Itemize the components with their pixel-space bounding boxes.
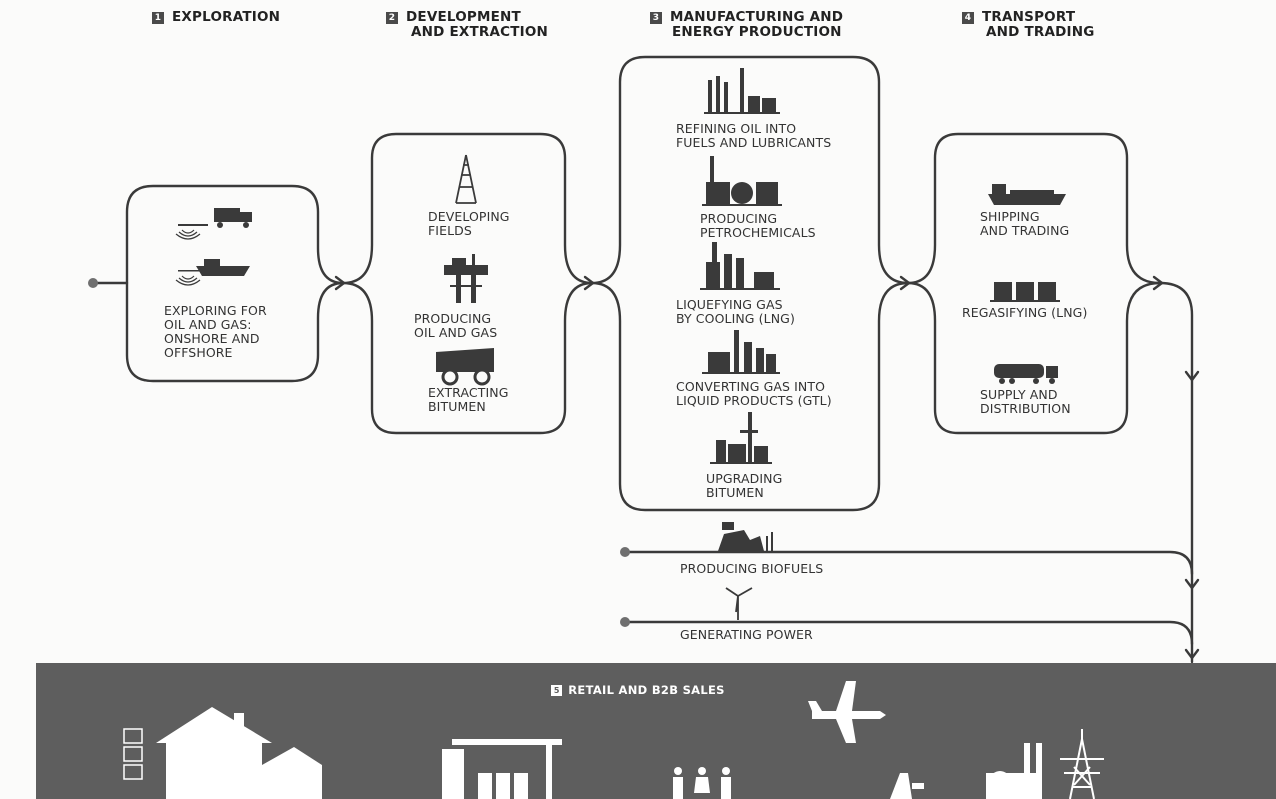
stage-title: DEVELOPMENT xyxy=(406,9,521,25)
airplane-icon xyxy=(808,681,886,743)
chemical-plant-icon xyxy=(702,156,782,206)
label-line: CONVERTING GAS INTO xyxy=(676,379,826,394)
regas-tanks-icon xyxy=(990,282,1060,302)
biofuel-dot xyxy=(620,547,630,557)
label-line: OFFSHORE xyxy=(164,345,233,360)
lng-label: LIQUEFYING GAS BY COOLING (LNG) xyxy=(676,298,795,326)
home-energy-icon xyxy=(123,728,143,780)
label-line: EXPLORING FOR xyxy=(164,303,267,318)
developing-fields-label: DEVELOPING FIELDS xyxy=(428,210,510,238)
biofuels-label: PRODUCING BIOFUELS xyxy=(680,561,824,576)
upgrader-icon xyxy=(710,412,772,464)
mining-truck-icon xyxy=(436,348,494,386)
lng-plant-icon xyxy=(700,242,780,290)
house-icon xyxy=(156,707,322,799)
label-line: LIQUID PRODUCTS (GTL) xyxy=(676,393,832,408)
stage-number: 4 xyxy=(962,12,974,24)
label-line: ONSHORE AND xyxy=(164,331,260,346)
shipping-label: SHIPPING AND TRADING xyxy=(980,210,1069,238)
label-line: PETROCHEMICALS xyxy=(700,225,816,240)
power-line xyxy=(623,620,1194,646)
stage-number: 3 xyxy=(650,12,662,24)
arrow-3 xyxy=(899,275,911,291)
wind-turbine-icon xyxy=(725,587,753,620)
label-line: FUELS AND LUBRICANTS xyxy=(676,135,832,150)
arrow-2 xyxy=(583,275,595,291)
refinery-icon xyxy=(704,68,780,114)
power-dot xyxy=(620,617,630,627)
stage-title: RETAIL AND B2B SALES xyxy=(568,683,725,697)
label-line: UPGRADING xyxy=(706,471,783,486)
pylon-icon xyxy=(1060,729,1104,799)
gtl-label: CONVERTING GAS INTO LIQUID PRODUCTS (GTL… xyxy=(676,380,832,408)
fuel-station-icon xyxy=(442,739,562,799)
stage-title-line-2: AND EXTRACTION xyxy=(411,24,549,40)
label-line: DEVELOPING xyxy=(428,209,510,224)
stage-title: MANUFACTURING AND xyxy=(670,9,844,25)
petrochemicals-label: PRODUCING PETROCHEMICALS xyxy=(700,212,816,240)
seismic-ship-icon xyxy=(178,259,250,276)
biofuel-plant-icon xyxy=(718,522,773,551)
label-line: REGASIFYING (LNG) xyxy=(962,305,1088,320)
label-line: EXTRACTING xyxy=(428,385,509,400)
arrow-down-1 xyxy=(1184,370,1200,382)
box-exploration xyxy=(125,184,345,383)
label-line: OIL AND GAS xyxy=(414,325,498,340)
label-line: PRODUCING xyxy=(700,211,778,226)
label-line: PRODUCING xyxy=(414,311,492,326)
arrow-down-2 xyxy=(1184,578,1200,590)
label-line: BY COOLING (LNG) xyxy=(676,311,795,326)
gtl-plant-icon xyxy=(702,330,780,374)
stage-header-sales: 5 RETAIL AND B2B SALES xyxy=(0,683,1276,697)
refining-label: REFINING OIL INTO FUELS AND LUBRICANTS xyxy=(676,122,831,150)
power-label: GENERATING POWER xyxy=(680,627,813,642)
extracting-bitumen-label: EXTRACTING BITUMEN xyxy=(428,386,508,414)
stage-header-development: 2 DEVELOPMENT AND EXTRACTION xyxy=(386,10,548,40)
seismic-waves-icon xyxy=(175,229,201,286)
drilling-rig-icon xyxy=(455,154,477,204)
stage-title: EXPLORATION xyxy=(172,9,281,25)
label-line: BITUMEN xyxy=(428,399,486,414)
sales-band xyxy=(36,663,1276,799)
label-line: FIELDS xyxy=(428,223,472,238)
arrow-down-3 xyxy=(1184,648,1200,660)
biofuel-line xyxy=(623,550,1194,576)
power-plant-icon xyxy=(986,743,1042,799)
box-transport-close xyxy=(906,281,1162,435)
stage-header-exploration: 1 EXPLORATION xyxy=(152,10,280,25)
regas-label: REGASIFYING (LNG) xyxy=(962,306,1087,320)
stage-header-transport: 4 TRANSPORT AND TRADING xyxy=(962,10,1095,40)
offshore-platform-icon xyxy=(444,254,488,303)
seismic-truck-icon xyxy=(178,208,252,228)
stage-header-manufacturing: 3 MANUFACTURING AND ENERGY PRODUCTION xyxy=(650,10,843,40)
upgrading-label: UPGRADING BITUMEN xyxy=(706,472,782,500)
customers-icon xyxy=(673,767,731,799)
arrow-4 xyxy=(1152,275,1164,291)
stage-number: 2 xyxy=(386,12,398,24)
stage-number: 1 xyxy=(152,12,164,24)
stage-title-line-2: AND TRADING xyxy=(986,24,1095,40)
label-line: BITUMEN xyxy=(706,485,764,500)
supply-label: SUPPLY AND DISTRIBUTION xyxy=(980,388,1071,416)
tanker-ship-icon xyxy=(988,184,1066,205)
label-line: REFINING OIL INTO xyxy=(676,121,797,136)
label-line: SHIPPING xyxy=(980,209,1040,224)
stage-number: 5 xyxy=(551,685,563,696)
label-line: AND TRADING xyxy=(980,223,1070,238)
ship-icon xyxy=(890,773,924,799)
box-transport xyxy=(906,132,1194,664)
entry-dot xyxy=(88,278,98,288)
producing-oil-gas-label: PRODUCING OIL AND GAS xyxy=(414,312,497,340)
label-line: LIQUEFYING GAS xyxy=(676,297,783,312)
exploring-label: EXPLORING FOR OIL AND GAS: ONSHORE AND O… xyxy=(164,304,267,360)
tanker-truck-icon xyxy=(994,364,1058,384)
arrow-1 xyxy=(334,275,346,291)
stage-title: TRANSPORT xyxy=(982,9,1076,25)
label-line: OIL AND GAS: xyxy=(164,317,252,332)
label-line: SUPPLY AND xyxy=(980,387,1058,402)
stage-title-line-2: ENERGY PRODUCTION xyxy=(672,24,842,40)
label-line: DISTRIBUTION xyxy=(980,401,1071,416)
